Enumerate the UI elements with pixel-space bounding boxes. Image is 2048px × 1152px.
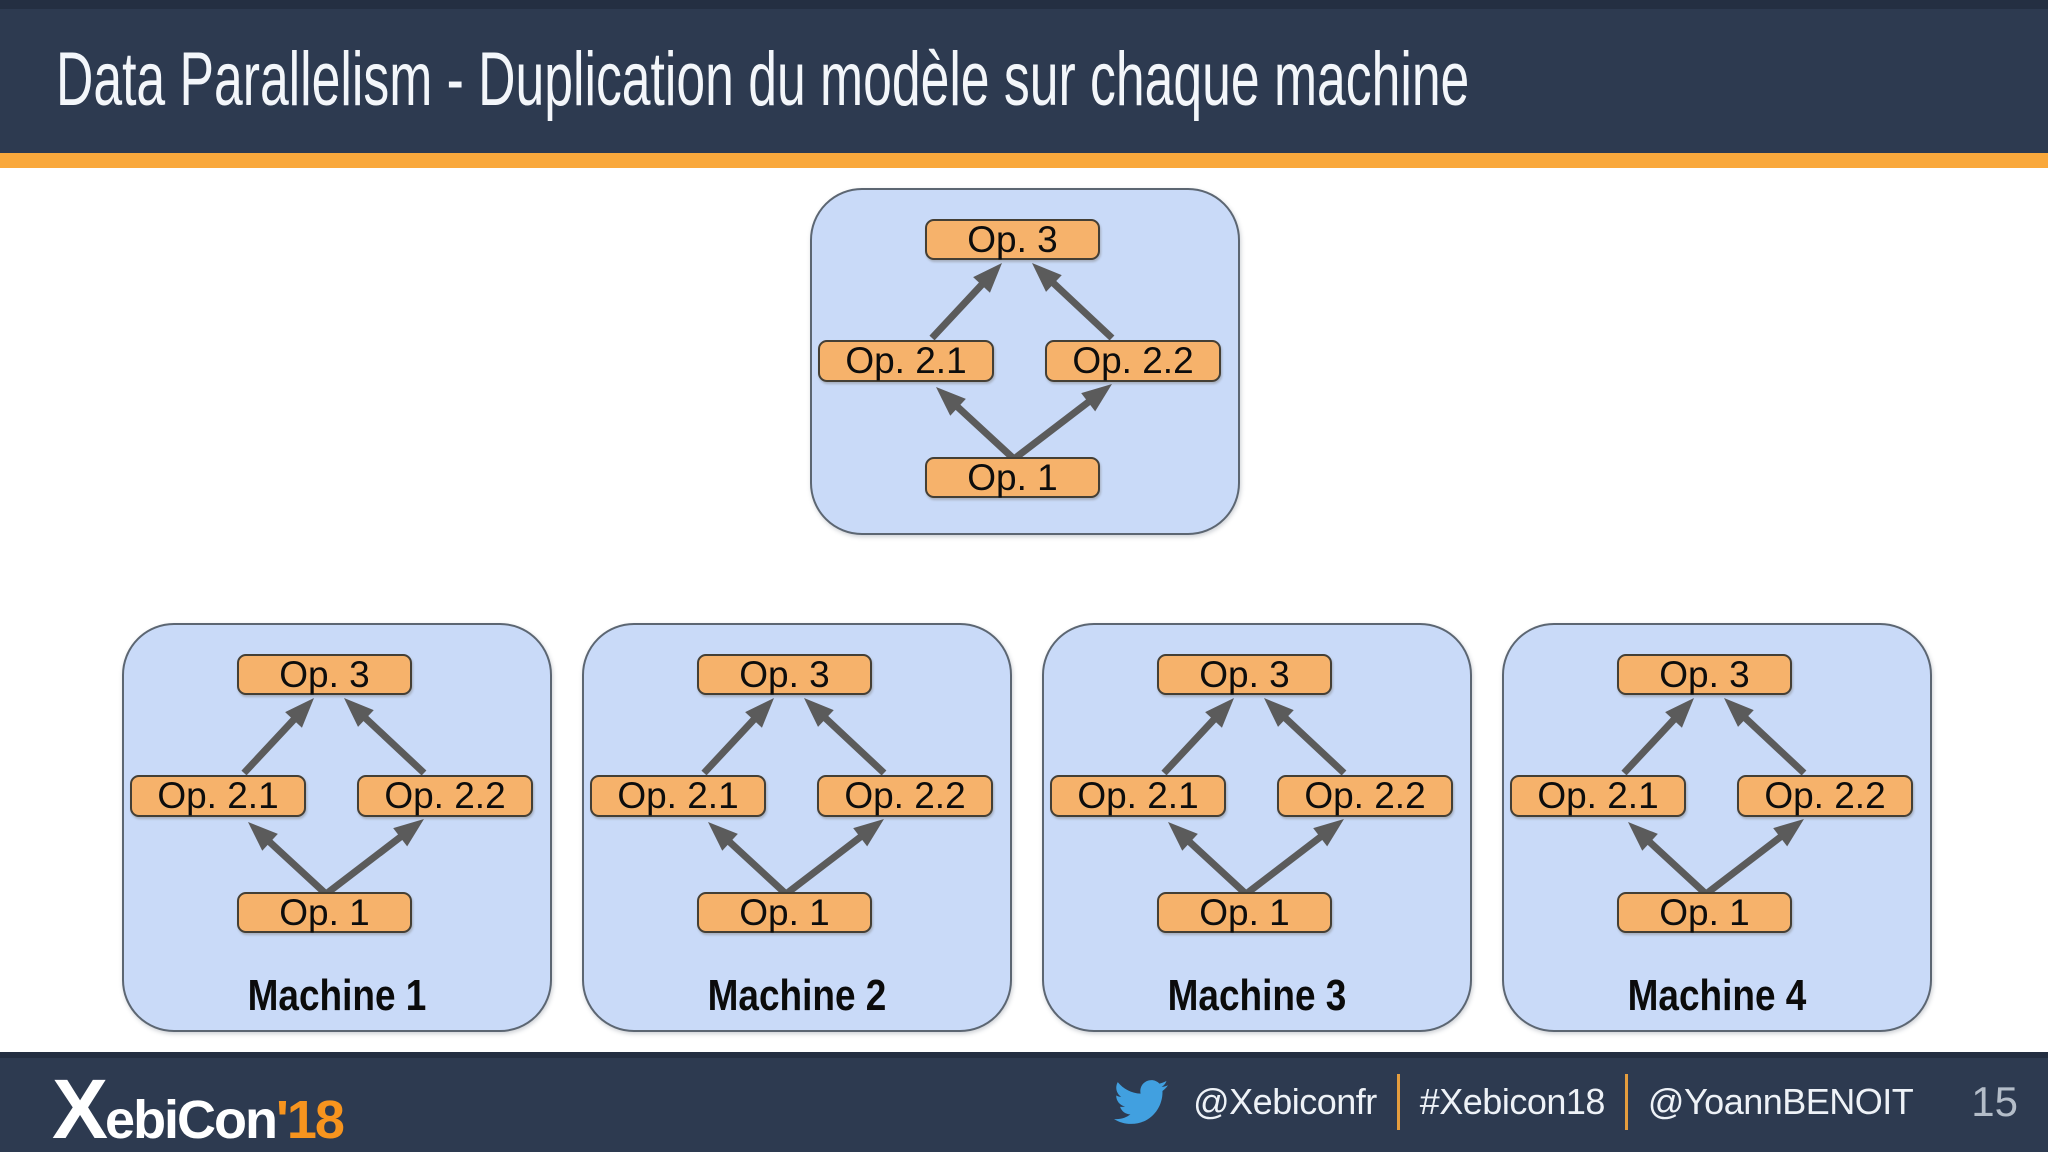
op-node-1: Op. 1 <box>1617 892 1792 933</box>
speaker-handle: @YoannBENOIT <box>1647 1081 1914 1122</box>
logo-year: '18 <box>276 1090 345 1150</box>
op-node-3: Op. 3 <box>697 654 872 695</box>
logo-x-letter: X <box>52 1062 108 1152</box>
twitter-handle: @Xebiconfr <box>1193 1081 1377 1122</box>
op-node-2-2: Op. 2.2 <box>1277 775 1453 817</box>
model-diagram: Op. 3 Op. 2.1 Op. 2.2 Op. 1 <box>812 190 1238 537</box>
dependency-arrows <box>701 698 887 897</box>
op-node-2-1: Op. 2.1 <box>130 775 306 817</box>
twitter-icon <box>1114 1080 1169 1124</box>
op-node-3: Op. 3 <box>925 219 1100 260</box>
dependency-arrows <box>1161 698 1347 897</box>
op-node-3: Op. 3 <box>1617 654 1792 695</box>
op-node-3: Op. 3 <box>237 654 412 695</box>
op-node-2-1: Op. 2.1 <box>818 340 994 382</box>
machine-label: Machine 3 <box>1167 971 1347 1020</box>
op-node-2-2: Op. 2.2 <box>357 775 533 817</box>
op-node-3: Op. 3 <box>1157 654 1332 695</box>
logo-text: ebiCon <box>105 1090 278 1150</box>
machine-panel-1: Op. 3 Op. 2.1 Op. 2.2 Op. 1 Machine 1 <box>122 623 552 1032</box>
model-diagram: Op. 3 Op. 2.1 Op. 2.2 Op. 1 <box>1044 625 1470 972</box>
header-bar: Data Parallelism - Duplication du modèle… <box>0 0 2048 153</box>
social-strip: @Xebiconfr #Xebicon18 @YoannBENOIT 15 <box>1111 1052 2018 1152</box>
machine-panel-2: Op. 3 Op. 2.1 Op. 2.2 Op. 1 Machine 2 <box>582 623 1012 1032</box>
op-node-2-1: Op. 2.1 <box>590 775 766 817</box>
model-diagram: Op. 3 Op. 2.1 Op. 2.2 Op. 1 <box>1504 625 1930 972</box>
model-diagram: Op. 3 Op. 2.1 Op. 2.2 Op. 1 <box>124 625 550 972</box>
machine-label: Machine 4 <box>1627 971 1807 1020</box>
op-node-2-1: Op. 2.1 <box>1050 775 1226 817</box>
dependency-arrows <box>1621 698 1807 897</box>
hashtag: #Xebicon18 <box>1419 1081 1606 1122</box>
op-node-2-2: Op. 2.2 <box>817 775 993 817</box>
machine-panel-3: Op. 3 Op. 2.1 Op. 2.2 Op. 1 Machine 3 <box>1042 623 1472 1032</box>
machine-label: Machine 2 <box>707 971 887 1020</box>
op-node-1: Op. 1 <box>237 892 412 933</box>
footer-divider <box>1624 1074 1628 1130</box>
model-panel: Op. 3 Op. 2.1 Op. 2.2 Op. 1 <box>810 188 1240 535</box>
op-node-1: Op. 1 <box>1157 892 1332 933</box>
machine-panel-4: Op. 3 Op. 2.1 Op. 2.2 Op. 1 Machine 4 <box>1502 623 1932 1032</box>
op-node-2-2: Op. 2.2 <box>1045 340 1221 382</box>
machine-label: Machine 1 <box>247 971 427 1020</box>
slide-title: Data Parallelism - Duplication du modèle… <box>56 37 1470 122</box>
op-node-1: Op. 1 <box>925 457 1100 498</box>
model-diagram: Op. 3 Op. 2.1 Op. 2.2 Op. 1 <box>584 625 1010 972</box>
op-node-2-2: Op. 2.2 <box>1737 775 1913 817</box>
footer-divider <box>1396 1074 1400 1130</box>
page-number: 15 <box>1971 1078 2018 1125</box>
accent-bar <box>0 153 2048 168</box>
op-node-2-1: Op. 2.1 <box>1510 775 1686 817</box>
op-node-1: Op. 1 <box>697 892 872 933</box>
dependency-arrows <box>241 698 427 897</box>
dependency-arrows <box>929 263 1115 462</box>
